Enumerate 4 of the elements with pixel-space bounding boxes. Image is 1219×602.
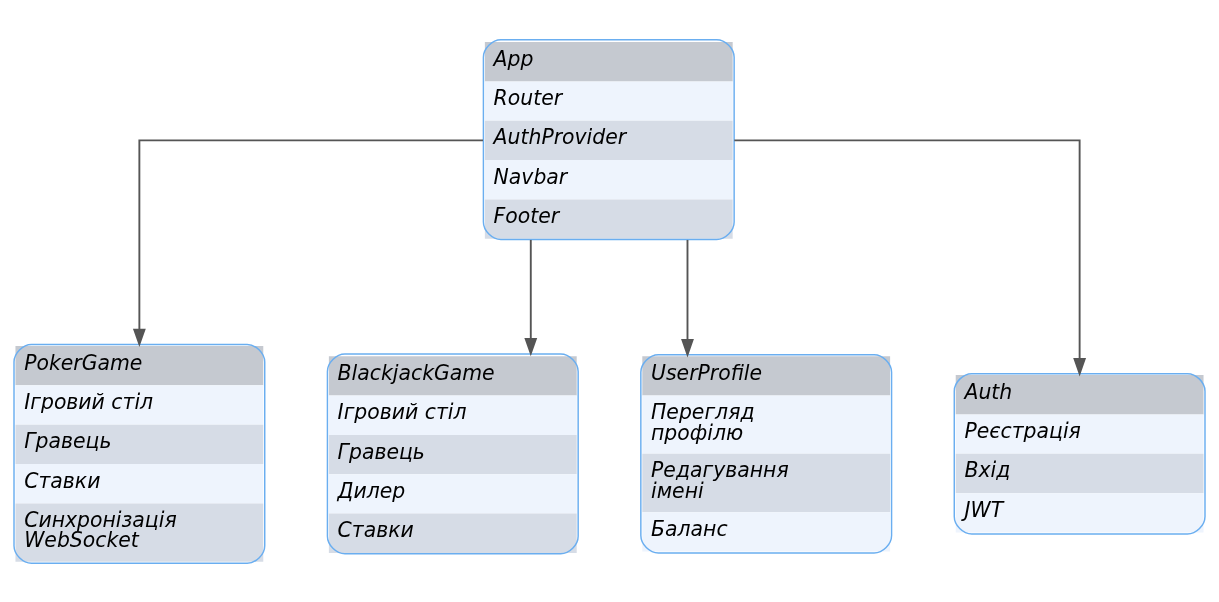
arrow <box>524 238 538 356</box>
arrow <box>132 138 484 347</box>
arrow <box>733 138 1087 376</box>
arrow <box>681 238 694 357</box>
